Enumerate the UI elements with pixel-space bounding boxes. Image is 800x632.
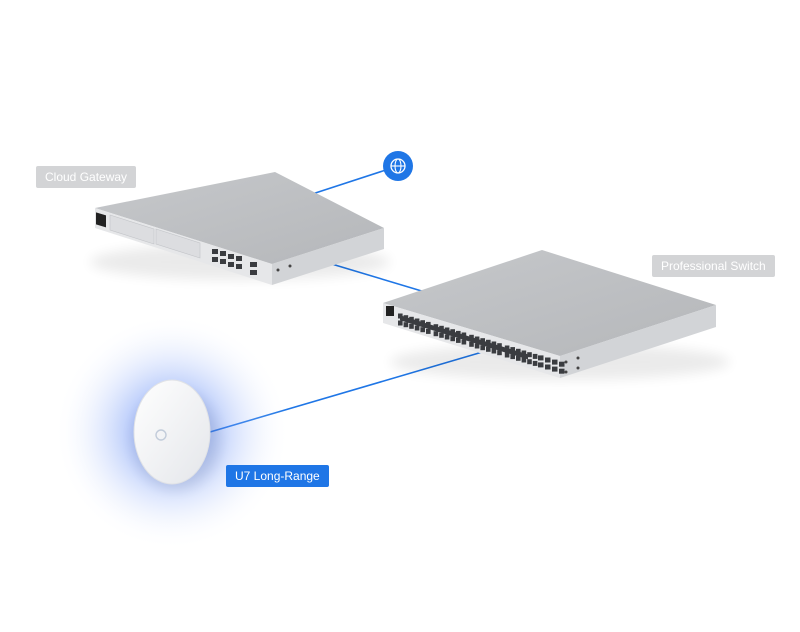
access-point-label: U7 Long-Range (226, 465, 329, 487)
switch-port (491, 341, 497, 347)
switch-port (469, 341, 474, 347)
switch-port (486, 339, 491, 345)
switch-port (521, 350, 527, 356)
switch-port (480, 338, 485, 344)
switch-port (504, 345, 510, 351)
switch-port (450, 329, 455, 335)
switch-sfp-port (538, 362, 544, 368)
professional-switch-label: Professional Switch (652, 255, 775, 277)
switch-port (414, 325, 420, 331)
switch-port (426, 321, 431, 327)
ubiquiti-logo-icon (155, 429, 167, 441)
switch-port (456, 337, 461, 343)
switch-sfp-port (559, 368, 565, 374)
switch-sfp-port (538, 355, 544, 361)
switch-port (532, 353, 538, 359)
switch-port (444, 334, 450, 340)
switch-port (497, 350, 502, 356)
switch-port (516, 348, 521, 354)
switch-port (469, 334, 474, 340)
switch-port (403, 315, 409, 321)
switch-port (474, 343, 480, 349)
switch-port (426, 328, 431, 334)
switch-port (527, 359, 532, 365)
switch-port (532, 360, 538, 366)
switch-sfp-port (545, 364, 551, 370)
switch-port (461, 332, 467, 338)
switch-port (510, 354, 515, 360)
switch-sfp-port (545, 357, 551, 363)
switch-port (450, 336, 455, 342)
cloud-gateway-label: Cloud Gateway (36, 166, 137, 188)
switch-port (516, 355, 521, 361)
switch-port (398, 320, 403, 326)
switch-port (403, 322, 409, 328)
switch-port (504, 352, 510, 358)
switch-port (414, 318, 420, 324)
switch-port (409, 316, 414, 322)
switch-port (439, 325, 444, 331)
switch-port (461, 339, 467, 345)
switch-port (433, 324, 439, 330)
switch-port (439, 332, 444, 338)
switch-port (497, 343, 502, 349)
switch-port (491, 348, 497, 354)
globe-icon (383, 151, 413, 181)
cloud-gateway-device (90, 172, 390, 285)
switch-sfp-port (559, 361, 565, 367)
switch-port (480, 345, 485, 351)
switch-port (409, 323, 414, 329)
switch-sfp-port (552, 359, 558, 365)
switch-port (433, 331, 439, 337)
switch-port (474, 336, 480, 342)
switch-port (521, 357, 527, 363)
access-point-device (132, 379, 220, 490)
professional-switch-device (383, 250, 730, 380)
switch-port (486, 346, 491, 352)
switch-port (398, 313, 403, 319)
switch-port (456, 330, 461, 336)
switch-port (444, 327, 450, 333)
switch-port (420, 320, 425, 326)
switch-sfp-port (552, 366, 558, 372)
switch-port (527, 352, 532, 358)
switch-port (420, 327, 425, 333)
switch-port (510, 347, 515, 353)
